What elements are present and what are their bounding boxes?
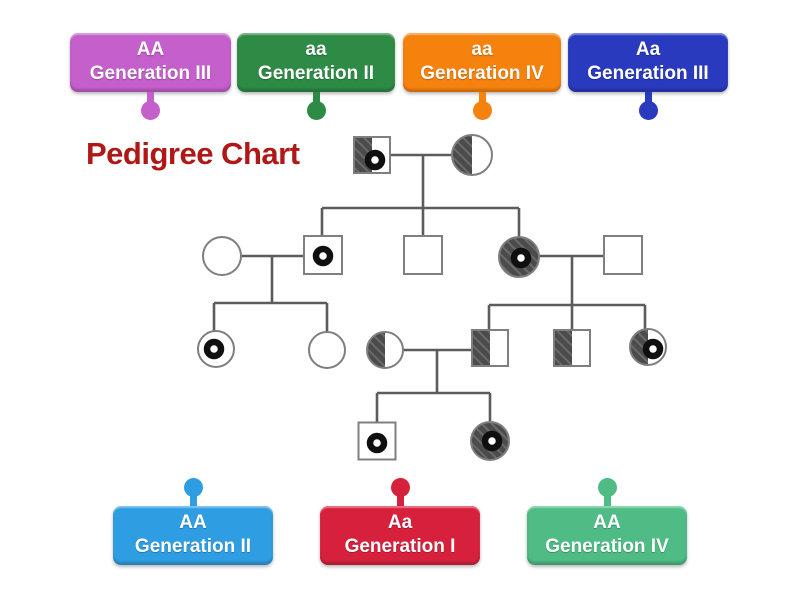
person-circle	[366, 331, 404, 369]
chip-genotype: AA	[136, 39, 165, 60]
drop-target-marker[interactable]	[312, 245, 334, 267]
answer-chip-AA-gen4[interactable]: AA Generation IV	[527, 478, 687, 565]
connector-dot	[390, 478, 410, 497]
drop-target-marker[interactable]	[203, 338, 225, 360]
answer-chip-Aa-gen1[interactable]: Aa Generation I	[320, 478, 480, 565]
chip-pill: Aa Generation III	[568, 33, 728, 92]
chip-generation: Generation IV	[545, 536, 669, 557]
chip-genotype: AA	[179, 512, 207, 533]
chip-stem	[644, 92, 652, 103]
chip-generation: Generation I	[344, 536, 456, 557]
page-title: Pedigree Chart	[86, 136, 300, 171]
person-square	[603, 235, 643, 275]
answer-chip-Aa-gen3[interactable]: Aa Generation III	[568, 33, 728, 120]
person-square	[403, 235, 443, 275]
connector-dot	[597, 478, 617, 497]
drop-target-marker[interactable]	[481, 430, 503, 452]
connector-dot	[472, 101, 492, 120]
chip-generation: Generation III	[89, 63, 212, 84]
chip-stem	[147, 92, 154, 103]
person-square	[471, 329, 509, 367]
chip-generation: Generation IV	[420, 63, 544, 84]
chip-generation: Generation III	[587, 63, 709, 84]
chip-pill: AA Generation II	[113, 506, 273, 565]
chip-generation: Generation II	[257, 63, 375, 84]
chip-pill: Aa Generation I	[320, 506, 480, 565]
connector-dot	[141, 101, 160, 120]
chip-pill: AA Generation IV	[527, 506, 687, 565]
answer-chip-AA-gen2[interactable]: AA Generation II	[113, 478, 273, 565]
chip-stem	[312, 92, 320, 103]
answer-chip-AA-gen3[interactable]: AA Generation III	[70, 33, 231, 120]
chip-genotype: Aa	[387, 512, 413, 533]
chip-pill: aa Generation II	[237, 33, 395, 92]
chip-pill: aa Generation IV	[403, 33, 561, 92]
chip-stem	[189, 495, 197, 506]
chip-genotype: aa	[305, 39, 327, 60]
connector-dot	[183, 478, 203, 497]
answer-chip-aa-gen2[interactable]: aa Generation II	[237, 33, 395, 120]
chip-genotype: AA	[593, 512, 621, 533]
drop-target-marker[interactable]	[364, 149, 386, 171]
person-square	[553, 329, 591, 367]
chip-stem	[603, 495, 611, 506]
connector-dot	[638, 101, 658, 120]
drop-target-marker[interactable]	[366, 432, 388, 454]
chip-stem	[396, 495, 404, 506]
person-circle	[202, 236, 242, 276]
chip-genotype: aa	[471, 39, 493, 60]
answer-chip-aa-gen4[interactable]: aa Generation IV	[403, 33, 561, 120]
chip-genotype: Aa	[635, 39, 661, 60]
chip-stem	[478, 92, 486, 103]
chip-generation: Generation II	[134, 536, 252, 557]
person-circle	[451, 134, 493, 176]
person-circle	[308, 331, 346, 369]
connector-dot	[306, 101, 326, 120]
drop-target-marker[interactable]	[642, 338, 664, 360]
drop-target-marker[interactable]	[510, 247, 532, 269]
chip-pill: AA Generation III	[70, 33, 231, 92]
